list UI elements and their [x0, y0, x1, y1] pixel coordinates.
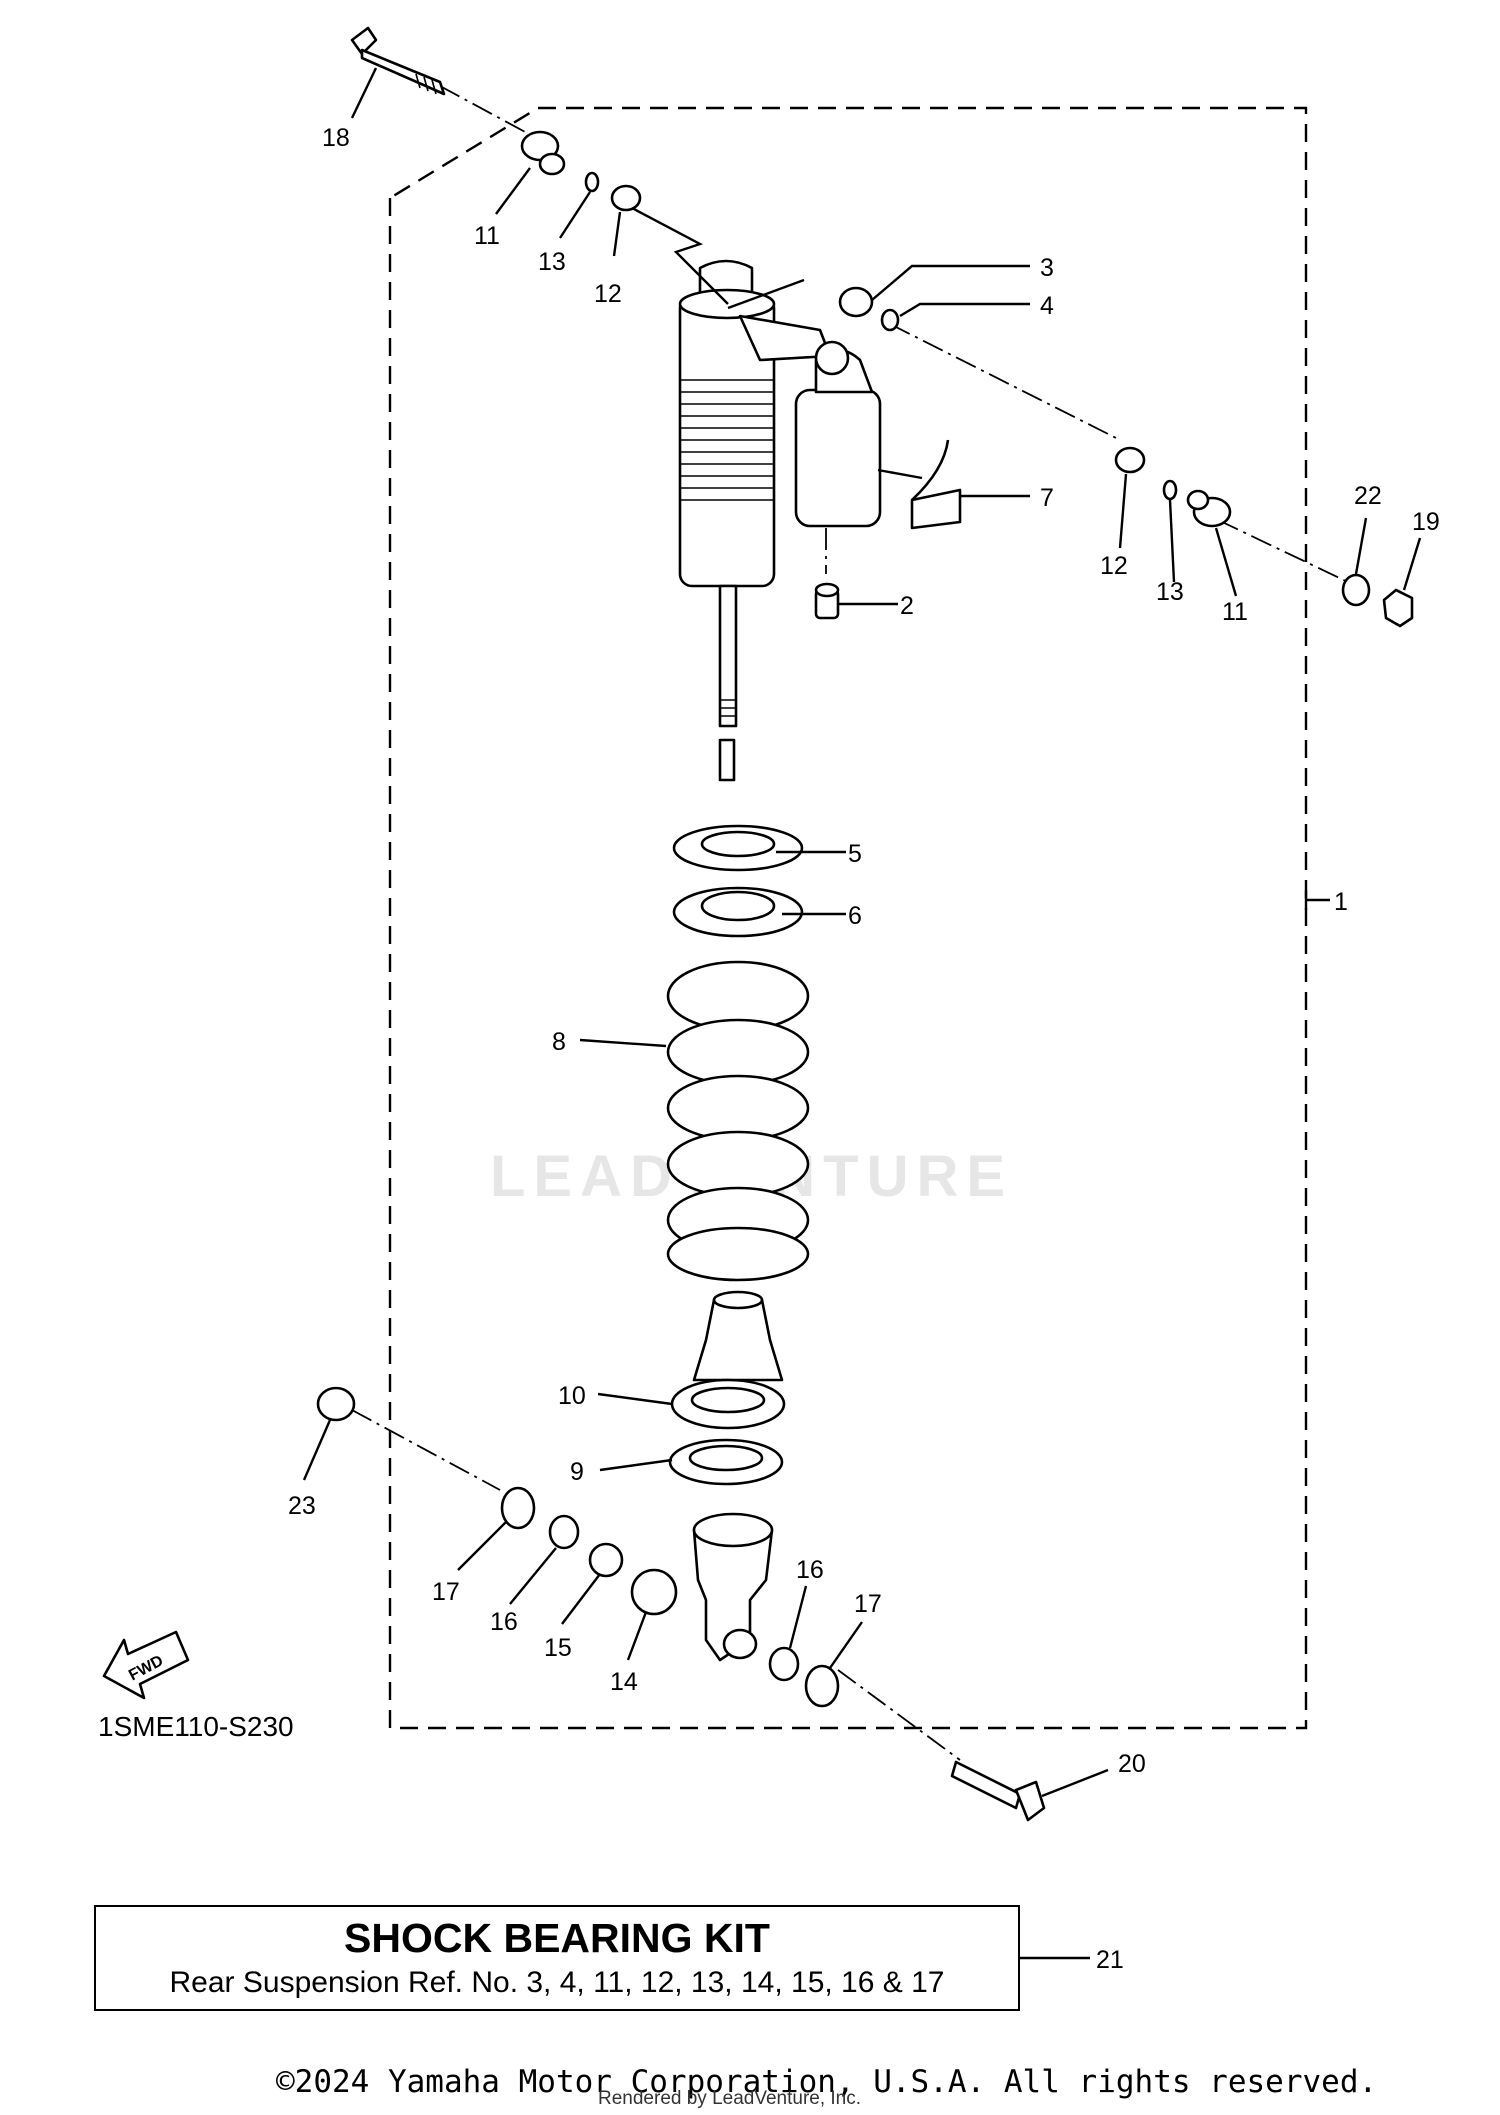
kit-title: SHOCK BEARING KIT [344, 1915, 770, 1961]
bolt-21-part [950, 1760, 1046, 1822]
collar-16-right-part [768, 1646, 800, 1682]
callout-19: 19 [1412, 508, 1440, 536]
callout-2: 2 [900, 592, 914, 620]
callout-16-left: 16 [490, 1608, 518, 1636]
callout-12-top: 12 [594, 280, 622, 308]
ring-10-part [670, 1378, 786, 1430]
lower-clevis-part [692, 1512, 774, 1662]
callout-4: 4 [1040, 292, 1054, 320]
callout-13-top: 13 [538, 248, 566, 276]
callout-21: 20 [1118, 1750, 1146, 1778]
callout-16-right: 16 [796, 1556, 824, 1584]
shock-bearing-kit-box: SHOCK BEARING KIT Rear Suspension Ref. N… [94, 1905, 1020, 2011]
washer-17-right-part [804, 1664, 840, 1708]
callout-13-right: 13 [1156, 578, 1184, 606]
collar-11-right-part [1186, 489, 1232, 528]
adjuster-6-part [672, 886, 804, 938]
spring-8-part [666, 960, 810, 1282]
rod-part [718, 738, 736, 782]
collar-16-left-part [548, 1514, 580, 1550]
bearing-14-part [630, 1568, 678, 1616]
callout-6: 6 [848, 902, 862, 930]
assembly-boundary [388, 106, 1308, 1730]
callout-14: 14 [610, 1668, 638, 1696]
bump-stop-part [692, 1298, 784, 1382]
bump-stop-top [712, 1290, 764, 1310]
callout-10: 10 [558, 1382, 586, 1410]
bolt-18-part [350, 26, 446, 96]
copyright-notice: ©2024 Yamaha Motor Corporation, U.S.A. A… [276, 2064, 1378, 2100]
stopper-9-part [668, 1438, 784, 1486]
callout-1: 1 [1334, 888, 1348, 916]
washer-17-left-part [500, 1486, 536, 1530]
fwd-arrow-icon: FWD [102, 1630, 190, 1700]
callout-17-right: 17 [854, 1590, 882, 1618]
callout-23: 21 [1096, 1946, 1124, 1974]
oring-13-right-part [1162, 479, 1178, 501]
callout-20: 22 [1354, 482, 1382, 510]
circlip-4-part [880, 308, 900, 332]
callout-8: 8 [552, 1028, 566, 1056]
collar-11-top-part [520, 130, 566, 176]
reference-code: 1SME110-S230 [98, 1711, 294, 1742]
callout-18: 18 [322, 124, 350, 152]
washer-12-right-part [1114, 446, 1146, 474]
locknut-5-part [672, 824, 804, 872]
nut-19-part [1382, 588, 1414, 628]
washer-20-part [1341, 573, 1371, 607]
leader-lines [302, 67, 1422, 1960]
shock-absorber-body-part [678, 259, 832, 728]
callout-11-right: 11 [1222, 598, 1248, 626]
callout-22: 23 [288, 1492, 316, 1520]
callout-3: 3 [1040, 254, 1054, 282]
valve-2-part [814, 582, 840, 620]
callout-11-top: 11 [474, 222, 500, 250]
nut-22-part [316, 1386, 356, 1422]
callout-5: 5 [848, 840, 862, 868]
band-7-part [910, 439, 962, 530]
callout-7: 7 [1040, 484, 1054, 512]
callout-12-right: 12 [1100, 552, 1128, 580]
bushing-3-part [838, 286, 874, 318]
callout-9: 9 [570, 1458, 584, 1486]
washer-12-top-part [610, 184, 642, 212]
callout-15: 15 [544, 1634, 572, 1662]
bushing-15-part [588, 1542, 624, 1578]
kit-subtitle: Rear Suspension Ref. No. 3, 4, 11, 12, 1… [169, 1966, 945, 1999]
reservoir-part [794, 340, 882, 528]
callout-17-left: 17 [432, 1578, 460, 1606]
oring-13-top-part [584, 171, 600, 193]
rendered-by-notice: Rendered by LeadVenture, Inc. [598, 2088, 862, 2109]
